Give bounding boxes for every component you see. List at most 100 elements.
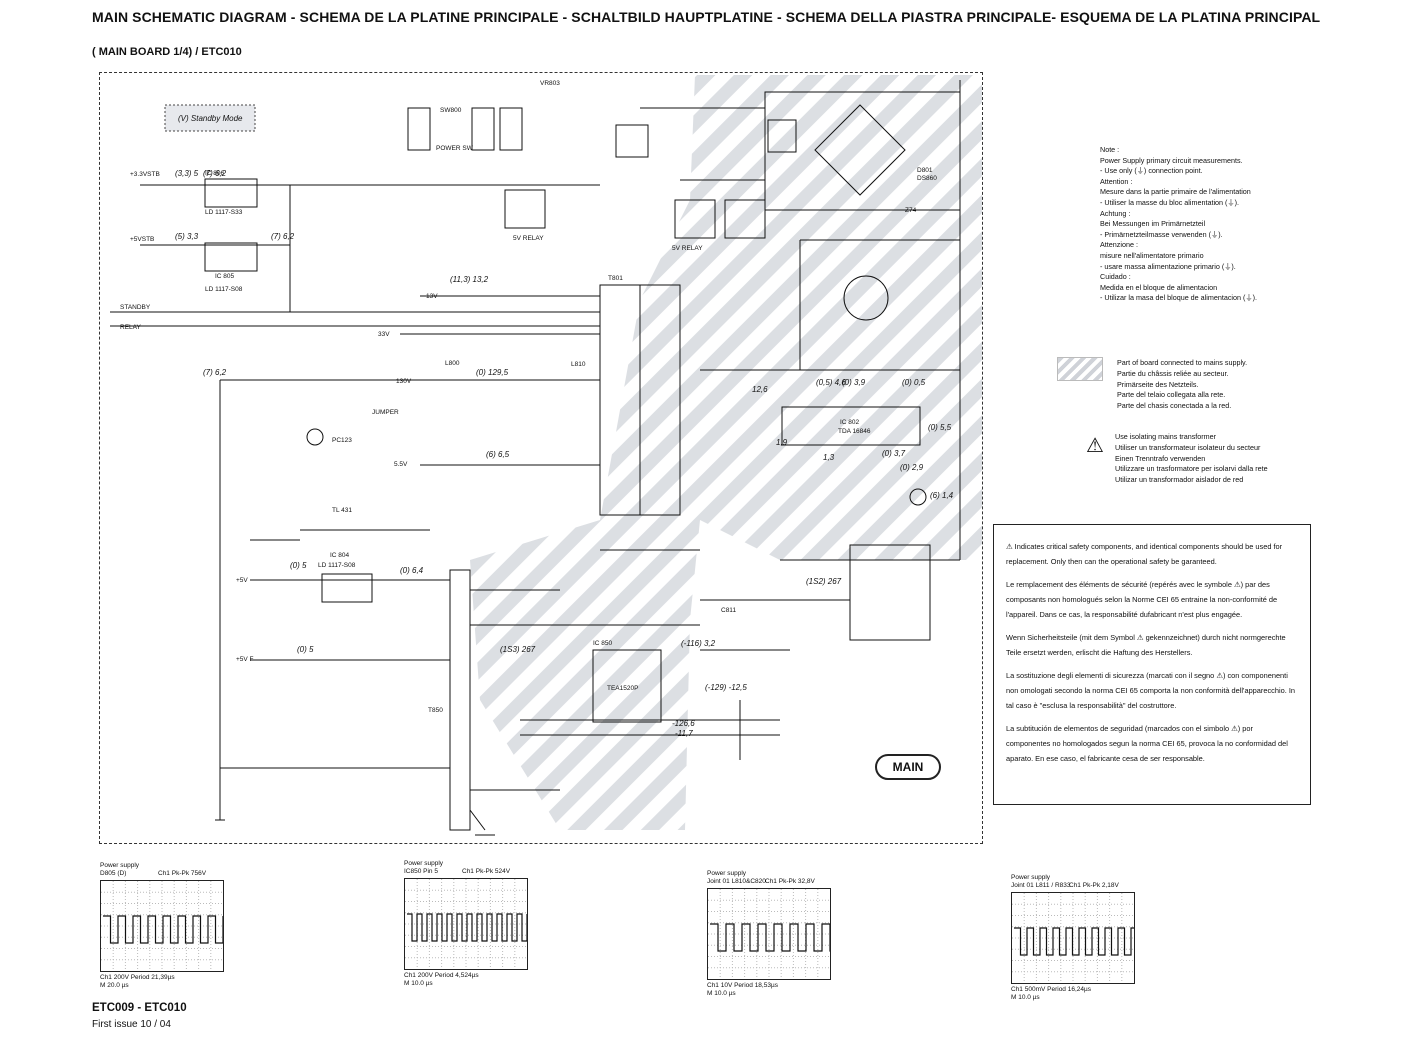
ks51-label: 5V RELAY bbox=[513, 235, 544, 242]
rail-13v: 13V bbox=[426, 293, 438, 300]
t801-label: T801 bbox=[608, 275, 623, 282]
text-line: Utiliser un transformateur isolateur du … bbox=[1115, 442, 1261, 452]
scope-footer: Ch1 500mV Period 16,24µs bbox=[1011, 986, 1091, 993]
text-line: misure nell'alimentatore primario bbox=[1100, 250, 1204, 260]
text-line: Bei Messungen im Primärnetzteil bbox=[1100, 219, 1206, 229]
issue-footer: First issue 10 / 04 bbox=[92, 1019, 171, 1030]
page-title: MAIN SCHEMATIC DIAGRAM - SCHEMA DE LA PL… bbox=[92, 9, 1321, 25]
scope-probe: Joint 01 L811 / R833 bbox=[1011, 882, 1071, 889]
voltage-reading: (0) 3,7 bbox=[882, 449, 906, 458]
scope-footer: Ch1 200V Period 4,524µs bbox=[404, 972, 479, 979]
board-subtitle: ( MAIN BOARD 1/4) / ETC010 bbox=[92, 46, 242, 58]
t850-label: T850 bbox=[428, 707, 443, 714]
scope-screen bbox=[1011, 892, 1145, 984]
c811-label: C811 bbox=[721, 607, 736, 614]
voltage-reading: (0) 5,5 bbox=[928, 423, 952, 432]
safety-notice-box: ⚠ Indicates critical safety components, … bbox=[993, 524, 1311, 805]
scope-timebase: M 10.0 µs bbox=[404, 980, 433, 987]
pc123-label: PC123 bbox=[332, 437, 352, 444]
rail-5v: +5V bbox=[236, 577, 248, 584]
safety-paragraph: Le remplacement des éléments de sécurité… bbox=[1006, 580, 1278, 619]
scope-head: Power supply bbox=[100, 862, 140, 869]
scope-head: Power supply bbox=[1011, 874, 1051, 881]
safety-paragraph: La sostituzione degli elementi di sicure… bbox=[1006, 671, 1295, 710]
voltage-reading: (0) 3,9 bbox=[842, 378, 866, 387]
voltage-reading: (7) 6,2 bbox=[203, 368, 227, 377]
safety-paragraph: Wenn Sicherheitsteile (mit dem Symbol ⚠ … bbox=[1006, 633, 1286, 657]
voltage-reading: (0) 5 bbox=[290, 561, 307, 570]
scope-probe: Joint 01 L810&C820 bbox=[707, 878, 766, 885]
d801-label: D801 bbox=[917, 167, 933, 174]
mains-hatch-swatch bbox=[1057, 357, 1103, 381]
scope-screen bbox=[404, 878, 528, 970]
voltage-readings: (7) 6,2(3,3) 5(5) 3,3(7) 6,2(11,3) 13,2(… bbox=[175, 169, 954, 738]
ic805-part: LD 1117-S08 bbox=[205, 286, 243, 293]
ic802-part: TDA 16846 bbox=[838, 428, 871, 435]
voltage-reading: (11,3) 13,2 bbox=[450, 275, 489, 284]
rail-130v: 130V bbox=[396, 378, 412, 385]
voltage-reading: (1S2) 267 bbox=[806, 577, 842, 586]
text-line: Part of board connected to mains supply. bbox=[1117, 358, 1248, 367]
tl431-label: TL 431 bbox=[332, 507, 352, 514]
k851-label: 5V RELAY bbox=[672, 245, 703, 252]
text-line: - Utilizar la masa del bloque de aliment… bbox=[1100, 293, 1257, 303]
ds860-label: DS860 bbox=[917, 175, 937, 182]
text-line: - Primärnetzteilmasse verwenden (⏚). bbox=[1100, 229, 1223, 239]
ic804-part: LD 1117-S08 bbox=[318, 562, 356, 569]
voltage-reading: (0) 2,9 bbox=[900, 463, 924, 472]
voltage-reading: 1,9 bbox=[776, 438, 788, 447]
text-line: Utilizar un transformador aislador de re… bbox=[1115, 475, 1244, 485]
text-line: Utilizzare un trasformatore per isolarvi… bbox=[1115, 464, 1268, 474]
model-footer: ETC009 - ETC010 bbox=[92, 1002, 187, 1014]
text-line: Attenzione : bbox=[1100, 240, 1138, 250]
scope-timebase: M 10.0 µs bbox=[707, 990, 736, 997]
l810-label: L810 bbox=[571, 361, 586, 368]
voltage-reading: (7) 6,2 bbox=[203, 169, 227, 178]
text-line: Mesure dans la partie primaire de l'alim… bbox=[1100, 187, 1251, 197]
ic806-part: LD 1117-S33 bbox=[205, 209, 243, 216]
scope-timebase: M 20.0 µs bbox=[100, 982, 129, 989]
measurement-notes: Note :Power Supply primary circuit measu… bbox=[1100, 145, 1320, 304]
ic804-label: IC 804 bbox=[330, 552, 350, 559]
text-line: - Use only (⏚) connection point. bbox=[1100, 166, 1203, 176]
scope-footer: Ch1 200V Period 21,39µs bbox=[100, 974, 175, 981]
ic850-part: TEA1520P bbox=[607, 685, 638, 692]
scope-screen bbox=[100, 880, 224, 972]
text-line: Parte del telaio collegata alla rete. bbox=[1117, 390, 1226, 400]
voltage-reading: (6) 1,4 bbox=[930, 491, 954, 500]
voltage-reading: (-129) -12,5 bbox=[705, 683, 747, 692]
jumper-label: JUMPER bbox=[372, 409, 399, 416]
scope-head: Power supply bbox=[404, 860, 444, 867]
voltage-reading: (6) 6,5 bbox=[486, 450, 510, 459]
text-line: Einen Trenntrafo verwenden bbox=[1115, 453, 1206, 463]
voltage-reading: (0) 5 bbox=[297, 645, 314, 654]
text-line: Cuidado : bbox=[1100, 272, 1131, 282]
scope-channel: Ch1 Pk-Pk 524V bbox=[462, 868, 511, 875]
text-line: Parte del chasis conectada a la red. bbox=[1117, 401, 1232, 411]
text-line: Power Supply primary circuit measurement… bbox=[1100, 155, 1243, 165]
scope-probe: IC850 Pin 5 bbox=[404, 868, 438, 875]
scope-screen bbox=[707, 888, 839, 980]
sw800-label: SW800 bbox=[440, 107, 462, 114]
v33stb-label: +3.3VSTB bbox=[130, 171, 160, 178]
relay-label: RELAY bbox=[120, 324, 141, 331]
main-board-frame bbox=[99, 72, 983, 844]
voltage-reading: (3,3) 5 bbox=[175, 169, 199, 178]
rail-5vf: +5V F bbox=[236, 656, 254, 663]
ic850-label: IC 850 bbox=[593, 640, 613, 647]
vr803-label: VR803 bbox=[540, 80, 560, 87]
voltage-reading: (0) 129,5 bbox=[476, 368, 509, 377]
standby-mode-label: (V) Standby Mode bbox=[178, 114, 243, 123]
text-line: Partie du châssis reliée au secteur. bbox=[1117, 368, 1229, 378]
voltage-reading: (0,5) 4,6 bbox=[816, 378, 846, 387]
ic802-label: IC 802 bbox=[840, 419, 860, 426]
text-line: Use isolating mains transformer bbox=[1115, 432, 1217, 441]
safety-paragraph: ⚠ Indicates critical safety components, … bbox=[1006, 542, 1283, 566]
scope-timebase: M 10.0 µs bbox=[1011, 994, 1040, 1001]
